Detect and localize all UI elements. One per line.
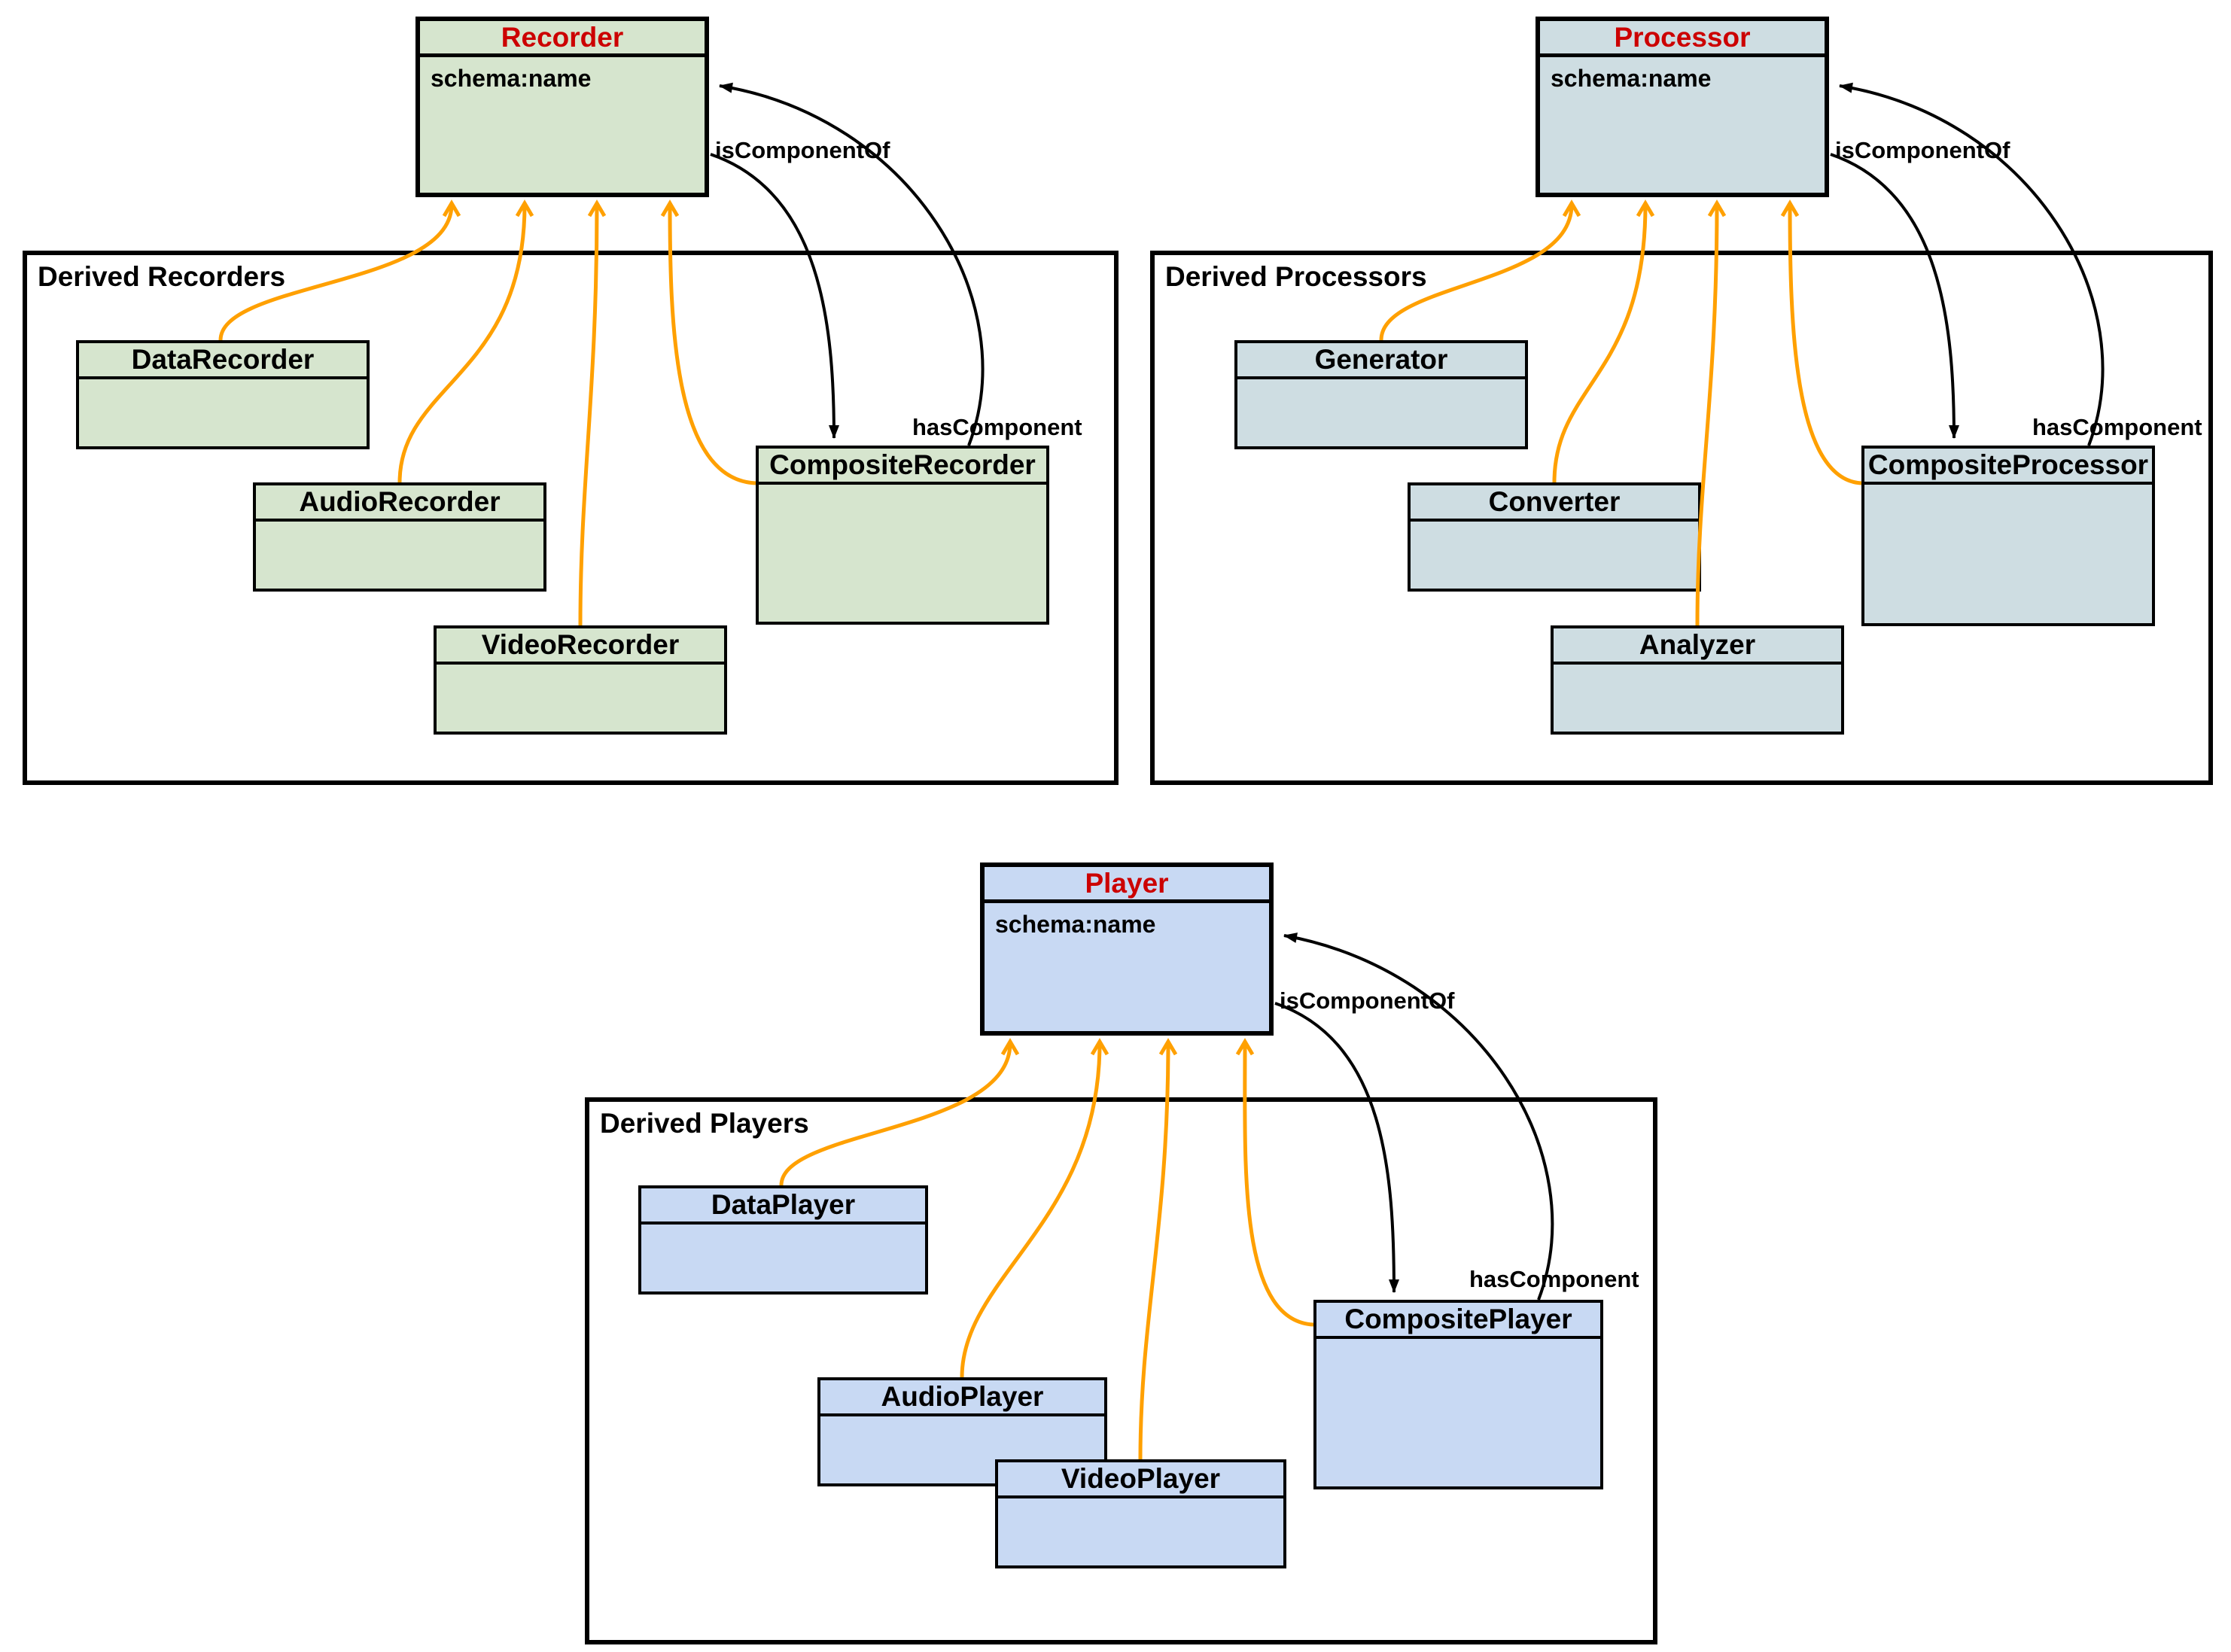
class-title-data-player: DataPlayer: [641, 1188, 925, 1225]
class-title-data-recorder: DataRecorder: [79, 343, 367, 379]
class-box-video-player: VideoPlayer: [995, 1459, 1286, 1568]
class-title-video-player: VideoPlayer: [998, 1462, 1283, 1498]
class-title-processor: Processor: [1540, 21, 1825, 57]
class-box-data-recorder: DataRecorder: [76, 340, 370, 449]
class-box-processor: Processor schema:name: [1536, 17, 1829, 197]
class-box-converter: Converter: [1408, 482, 1701, 592]
class-title-audio-recorder: AudioRecorder: [256, 485, 543, 522]
class-title-composite-player: CompositePlayer: [1316, 1303, 1600, 1339]
class-box-audio-recorder: AudioRecorder: [253, 482, 546, 592]
derived-recorders-label: Derived Recorders: [38, 261, 286, 292]
class-title-recorder: Recorder: [420, 21, 705, 57]
class-title-composite-recorder: CompositeRecorder: [759, 449, 1046, 485]
class-title-audio-player: AudioPlayer: [820, 1380, 1104, 1416]
class-attribute-schema-name: schema:name: [1551, 65, 1712, 92]
class-box-player: Player schema:name: [980, 863, 1274, 1036]
class-title-composite-processor: CompositeProcessor: [1864, 449, 2152, 485]
edge-label-has-component-player: hasComponent: [1469, 1266, 1639, 1292]
class-title-analyzer: Analyzer: [1554, 628, 1841, 665]
edge-label-is-component-of-recorder: isComponentOf: [715, 137, 890, 163]
class-box-composite-recorder: CompositeRecorder: [756, 446, 1049, 625]
class-box-video-recorder: VideoRecorder: [434, 625, 727, 735]
edge-label-is-component-of-player: isComponentOf: [1280, 987, 1455, 1014]
class-attribute-schema-name: schema:name: [995, 911, 1156, 938]
class-title-player: Player: [985, 867, 1269, 903]
class-title-generator: Generator: [1237, 343, 1525, 379]
class-attribute-schema-name: schema:name: [431, 65, 592, 92]
class-box-analyzer: Analyzer: [1551, 625, 1844, 735]
class-box-generator: Generator: [1234, 340, 1528, 449]
edge-label-has-component-processor: hasComponent: [2032, 414, 2202, 440]
class-title-converter: Converter: [1411, 485, 1698, 522]
class-box-composite-player: CompositePlayer: [1313, 1300, 1603, 1489]
class-box-data-player: DataPlayer: [638, 1185, 928, 1295]
class-box-composite-processor: CompositeProcessor: [1861, 446, 2155, 626]
edge-label-has-component-recorder: hasComponent: [912, 414, 1082, 440]
derived-players-label: Derived Players: [600, 1108, 809, 1139]
derived-processors-label: Derived Processors: [1165, 261, 1427, 292]
class-box-recorder: Recorder schema:name: [415, 17, 709, 197]
class-title-video-recorder: VideoRecorder: [437, 628, 724, 665]
edge-label-is-component-of-processor: isComponentOf: [1835, 137, 2010, 163]
